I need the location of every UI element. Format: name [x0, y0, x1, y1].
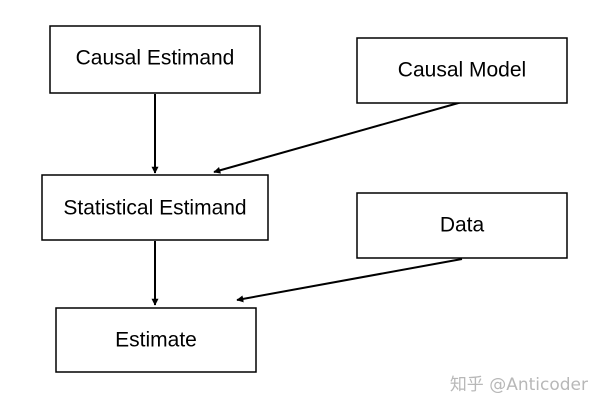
edge-causal-model-to-statistical-estimand — [213, 101, 463, 174]
node-causal-estimand-label: Causal Estimand — [76, 47, 235, 70]
node-estimate: Estimate — [55, 307, 257, 373]
watermark-text: 知乎 @Anticoder — [450, 375, 588, 395]
node-causal-model-label: Causal Model — [398, 59, 526, 82]
node-data: Data — [356, 192, 568, 259]
node-data-label: Data — [440, 214, 485, 237]
node-statistical-estimand: Statistical Estimand — [41, 174, 269, 241]
node-estimate-label: Estimate — [115, 329, 197, 352]
edge-data-to-estimate — [236, 258, 463, 303]
node-causal-model: Causal Model — [356, 37, 568, 104]
node-statistical-estimand-label: Statistical Estimand — [63, 197, 246, 220]
node-causal-estimand: Causal Estimand — [49, 25, 261, 94]
